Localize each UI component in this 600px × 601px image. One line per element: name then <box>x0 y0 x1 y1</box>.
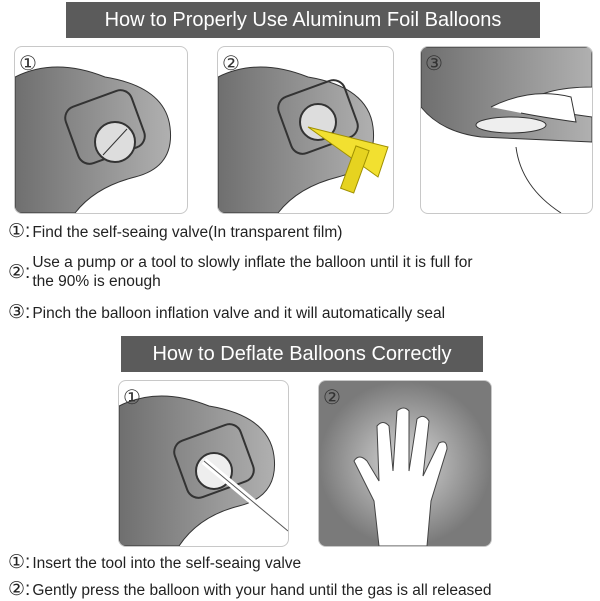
panel-number: ② <box>323 387 341 409</box>
inflate-step-2: ②:Use a pump or a tool to slowly inflate… <box>8 254 473 290</box>
panel-number: ② <box>222 53 240 75</box>
deflate-title: How to Deflate Balloons Correctly <box>152 342 452 365</box>
deflate-step-2-image: ② <box>318 380 492 547</box>
panel-number: ③ <box>425 53 443 75</box>
deflate-title-bar: How to Deflate Balloons Correctly <box>121 336 483 372</box>
deflate-step-1: ①:Insert the tool into the self-seaing v… <box>8 552 302 573</box>
inflate-step-1: ①:Find the self-seaing valve(In transpar… <box>8 221 343 242</box>
panel-number: ① <box>19 53 37 75</box>
panel-number: ① <box>123 387 141 409</box>
inflate-step-2-image: ② <box>217 46 394 214</box>
inflate-step-3: ③:Pinch the balloon inflation valve and … <box>8 302 446 323</box>
deflate-step-2: ②:Gently press the balloon with your han… <box>8 579 492 600</box>
deflate-step-1-image: ① <box>118 380 289 547</box>
inflate-step-1-image: ① <box>14 46 188 214</box>
inflate-title-bar: How to Properly Use Aluminum Foil Balloo… <box>66 2 540 38</box>
inflate-title: How to Properly Use Aluminum Foil Balloo… <box>104 8 502 31</box>
inflate-step-3-image: ③ <box>420 46 593 214</box>
